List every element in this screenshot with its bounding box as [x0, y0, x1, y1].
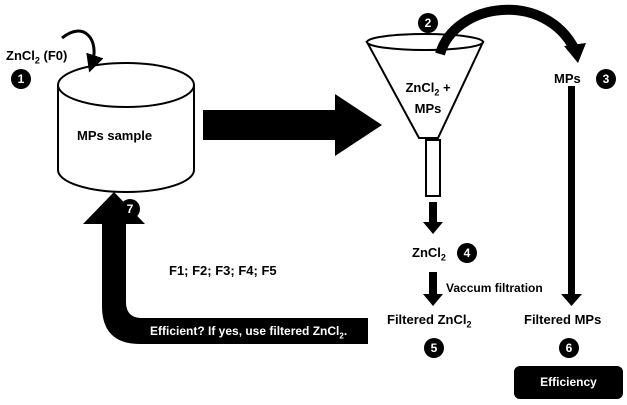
return-arrow-text: Efficient? If yes, use filtered ZnCl2.	[150, 324, 348, 341]
efficiency-box	[514, 366, 623, 399]
vaccum-filtration-label: Vaccum filtration	[446, 281, 543, 295]
step-4-badge: 4	[457, 243, 477, 263]
filtered-zncl2-label: Filtered ZnCl2	[387, 312, 472, 330]
fractions-label: F1; F2; F3; F4; F5	[169, 263, 277, 278]
efficiency-label: Efficiency	[540, 375, 597, 389]
mps-sample-label: MPs sample	[77, 128, 153, 143]
transfer-arrow	[203, 94, 382, 156]
zncl2-label: ZnCl2	[412, 245, 446, 263]
mps-label: MPs	[554, 71, 581, 86]
step-5-badge: 5	[424, 338, 444, 358]
step-1-badge: 1	[11, 69, 31, 89]
mps-to-filtered-arrow	[561, 86, 582, 306]
step-7-badge: 7	[120, 199, 140, 219]
funnel	[365, 33, 485, 197]
mps-transfer-arrow	[435, 4, 580, 56]
funnel-contents-label: ZnCl2 + MPs	[405, 80, 451, 116]
stem-to-zncl2-arrow	[423, 202, 443, 234]
step-2-badge: 2	[418, 13, 438, 33]
step-6-badge: 6	[559, 338, 579, 358]
add-zncl2-arrow	[61, 29, 104, 73]
zncl2-f0-label: ZnCl2 (F0)	[6, 48, 68, 66]
sample-cylinder	[57, 62, 195, 193]
step-3-badge: 3	[596, 69, 616, 89]
vacuum-filtration-arrow	[423, 272, 443, 306]
return-arrow	[83, 192, 368, 344]
filtered-mps-label: Filtered MPs	[524, 312, 602, 327]
